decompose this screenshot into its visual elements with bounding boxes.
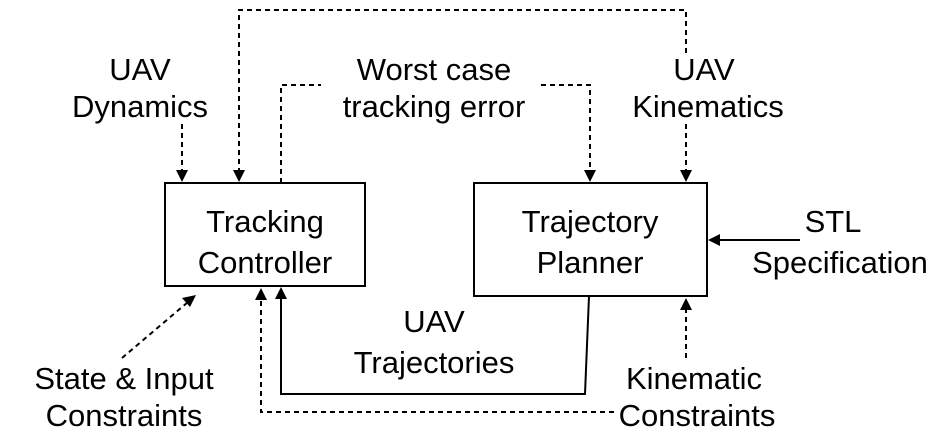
worst-case-line2: tracking error — [343, 89, 526, 124]
kinematics-to-controller-connector — [238, 9, 687, 171]
kinematic-constraints-arrowhead — [680, 298, 692, 310]
dynamics-arrowhead — [176, 170, 188, 182]
state-input-line1: State & Input — [34, 361, 214, 396]
stl-line1: STL — [805, 204, 862, 239]
trajectory-planner-line1: Trajectory — [522, 204, 659, 239]
tracking-controller-line1: Tracking — [206, 204, 324, 239]
worst-case-arrowhead — [584, 170, 596, 182]
stl-line2: Specification — [752, 245, 928, 280]
stl-arrowhead — [708, 234, 720, 246]
kinematic-constraints-to-controller-connector — [260, 300, 614, 413]
tracking-controller-block — [164, 182, 366, 287]
trajectory-planner-block — [473, 182, 708, 297]
kinematics-to-controller-arrowhead — [233, 170, 245, 182]
worst-case-connector-left — [280, 84, 321, 183]
state-input-line2: Constraints — [46, 398, 203, 433]
kinematic-constraints-to-controller-arrowhead — [255, 288, 267, 300]
uav-kinematics-line1: UAV — [673, 52, 735, 87]
trajectories-connector — [280, 295, 590, 395]
kinematic-constraints-line2: Constraints — [619, 398, 776, 433]
uav-dynamics-line1: UAV — [109, 52, 171, 87]
kinematic-constraints-line1: Kinematic — [626, 361, 762, 396]
worst-case-line1: Worst case — [357, 52, 511, 87]
uav-kinematics-line2: Kinematics — [632, 89, 784, 124]
state-input-arrowhead — [182, 295, 196, 307]
worst-case-connector-right — [541, 84, 591, 171]
state-input-connector — [121, 301, 189, 359]
uav-trajectories-line1: UAV — [403, 304, 465, 339]
uav-trajectories-line2: Trajectories — [354, 345, 515, 380]
trajectories-arrowhead — [275, 287, 287, 299]
tracking-controller-line2: Controller — [198, 245, 332, 280]
kinematics-to-planner-arrowhead — [680, 170, 692, 182]
trajectory-planner-line2: Planner — [537, 245, 644, 280]
uav-dynamics-line2: Dynamics — [72, 89, 208, 124]
